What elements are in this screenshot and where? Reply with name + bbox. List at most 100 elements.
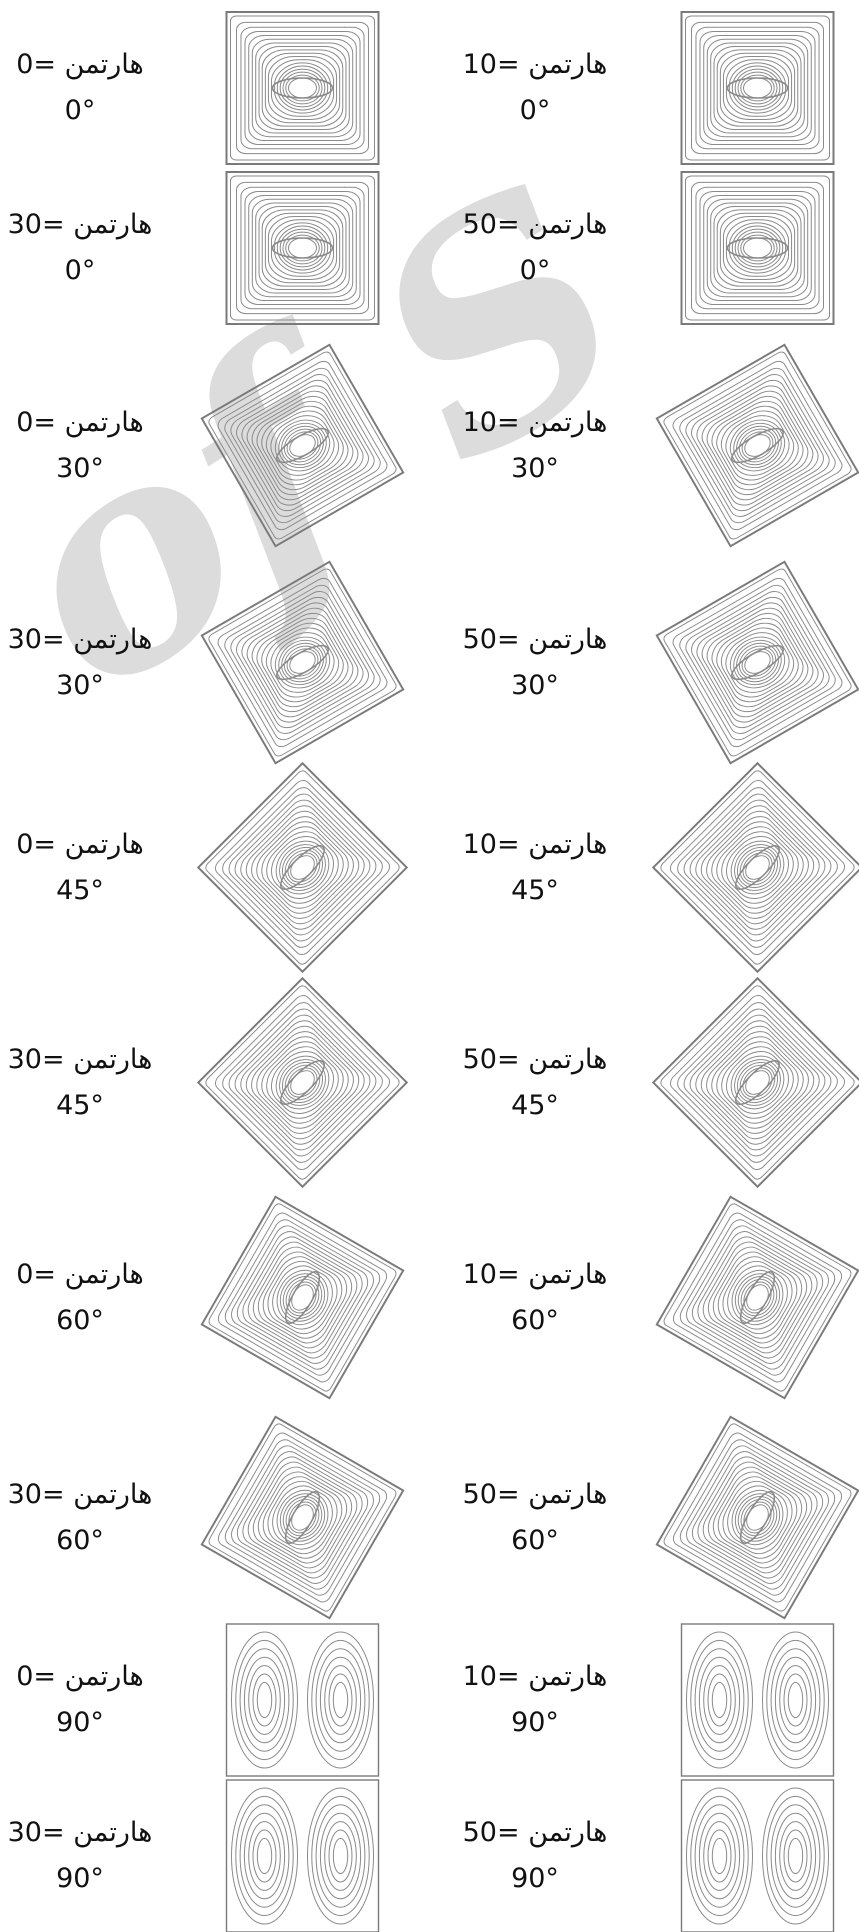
streamline-contour	[281, 425, 324, 466]
vortex-contour	[690, 1795, 749, 1917]
hartmann-label: 0= هارتمن	[16, 828, 144, 860]
streamline-contour	[733, 422, 782, 469]
cavity-frame	[200, 560, 405, 765]
streamline-contour	[679, 1219, 836, 1376]
contour-group	[680, 1623, 835, 1777]
streamline-contour	[736, 846, 779, 889]
streamline-contour	[686, 1445, 829, 1590]
hartmann-label: 10= هارتمن	[462, 1258, 608, 1290]
streamline-contour	[265, 410, 340, 481]
streamline-plot	[196, 761, 409, 974]
streamline-contour	[677, 787, 838, 948]
vortex-contour	[787, 1681, 804, 1719]
streamline-contour	[286, 648, 319, 677]
streamline-contour	[711, 400, 804, 491]
angle-label: 30°	[56, 669, 104, 701]
streamline-contour	[234, 799, 371, 936]
streamline-core	[271, 77, 334, 99]
contour-group	[225, 11, 380, 165]
streamline-contour	[728, 62, 787, 114]
streamline-contour	[285, 74, 320, 102]
streamline-contour	[287, 852, 318, 883]
contour-group	[200, 343, 405, 548]
streamline-contour	[721, 831, 794, 904]
streamline-contour	[677, 1002, 838, 1163]
contour-group	[225, 171, 380, 325]
cavity-frame	[225, 171, 380, 325]
streamline-contour	[741, 648, 774, 677]
cavity-frame	[225, 11, 380, 165]
vortex-contour	[319, 1656, 362, 1744]
streamline-contour	[224, 367, 381, 524]
streamline-contour	[736, 642, 779, 683]
hartmann-label: 30= هارتمن	[7, 209, 153, 240]
vortex-contour	[766, 1639, 825, 1761]
angle-label: 45°	[56, 1089, 104, 1121]
streamline-contour	[282, 71, 323, 105]
vortex-contour	[307, 1787, 374, 1925]
streamline-contour	[248, 34, 357, 142]
streamline-plot	[680, 1623, 835, 1777]
streamline-plot	[655, 1195, 859, 1400]
streamline-contour	[217, 1212, 388, 1383]
angle-label: 0°	[519, 95, 551, 126]
vortex-contour	[243, 1812, 286, 1900]
streamline-contour	[701, 607, 814, 718]
streamline-contour	[240, 805, 365, 930]
streamline-contour	[716, 622, 799, 703]
streamline-contour	[743, 77, 772, 99]
streamline-contour	[706, 198, 809, 298]
angle-label: 30°	[511, 452, 559, 484]
streamline-contour	[730, 840, 785, 895]
streamline-contour	[691, 21, 824, 155]
vortex-contour	[787, 1837, 804, 1875]
streamline-contour	[274, 419, 331, 472]
streamline-contour	[256, 617, 349, 708]
streamline-contour	[262, 1256, 343, 1339]
angle-label: 90°	[56, 1707, 104, 1738]
vortex-contour	[324, 1821, 357, 1891]
streamline-contour	[672, 1432, 843, 1603]
streamline-contour	[276, 1489, 329, 1546]
streamline-contour	[246, 607, 359, 718]
streamline-contour	[700, 810, 815, 925]
streamline-plot	[225, 11, 380, 165]
vortex-contour	[315, 1648, 366, 1752]
streamline-contour	[251, 612, 354, 713]
streamline-contour	[258, 45, 347, 131]
streamline-contour	[240, 26, 365, 150]
streamline-contour	[722, 216, 793, 280]
vortex-contour	[256, 1837, 273, 1875]
streamline-contour	[663, 568, 852, 757]
vortex-contour	[711, 1837, 728, 1875]
vortex-contour	[248, 1665, 281, 1735]
streamline-contour	[230, 591, 375, 734]
vortex-contour	[783, 1673, 808, 1727]
cavity-frame	[655, 343, 859, 548]
streamline-contour	[240, 186, 365, 310]
vortex-contour	[762, 1787, 829, 1925]
hartmann-label: 30= هارتمن	[7, 1043, 153, 1075]
vortex-contour	[243, 1656, 286, 1744]
vortex-contour	[766, 1795, 825, 1917]
streamline-plot	[225, 1623, 380, 1777]
streamline-contour	[271, 836, 334, 899]
streamline-contour	[217, 1432, 388, 1603]
hartmann-label: 10= هارتمن	[462, 828, 608, 860]
streamline-plot	[680, 11, 835, 165]
hartmann-label: 0= هارتمن	[16, 1661, 144, 1692]
streamline-contour	[279, 68, 326, 108]
streamline-contour	[236, 1451, 369, 1584]
streamline-contour	[208, 1203, 397, 1392]
cavity-frame	[655, 1195, 859, 1400]
streamline-contour	[720, 627, 795, 698]
streamline-contour	[273, 62, 332, 114]
streamline-contour	[228, 1008, 377, 1157]
vortex-contour	[252, 1829, 277, 1883]
streamline-contour	[208, 351, 397, 540]
streamline-contour	[276, 1269, 329, 1326]
